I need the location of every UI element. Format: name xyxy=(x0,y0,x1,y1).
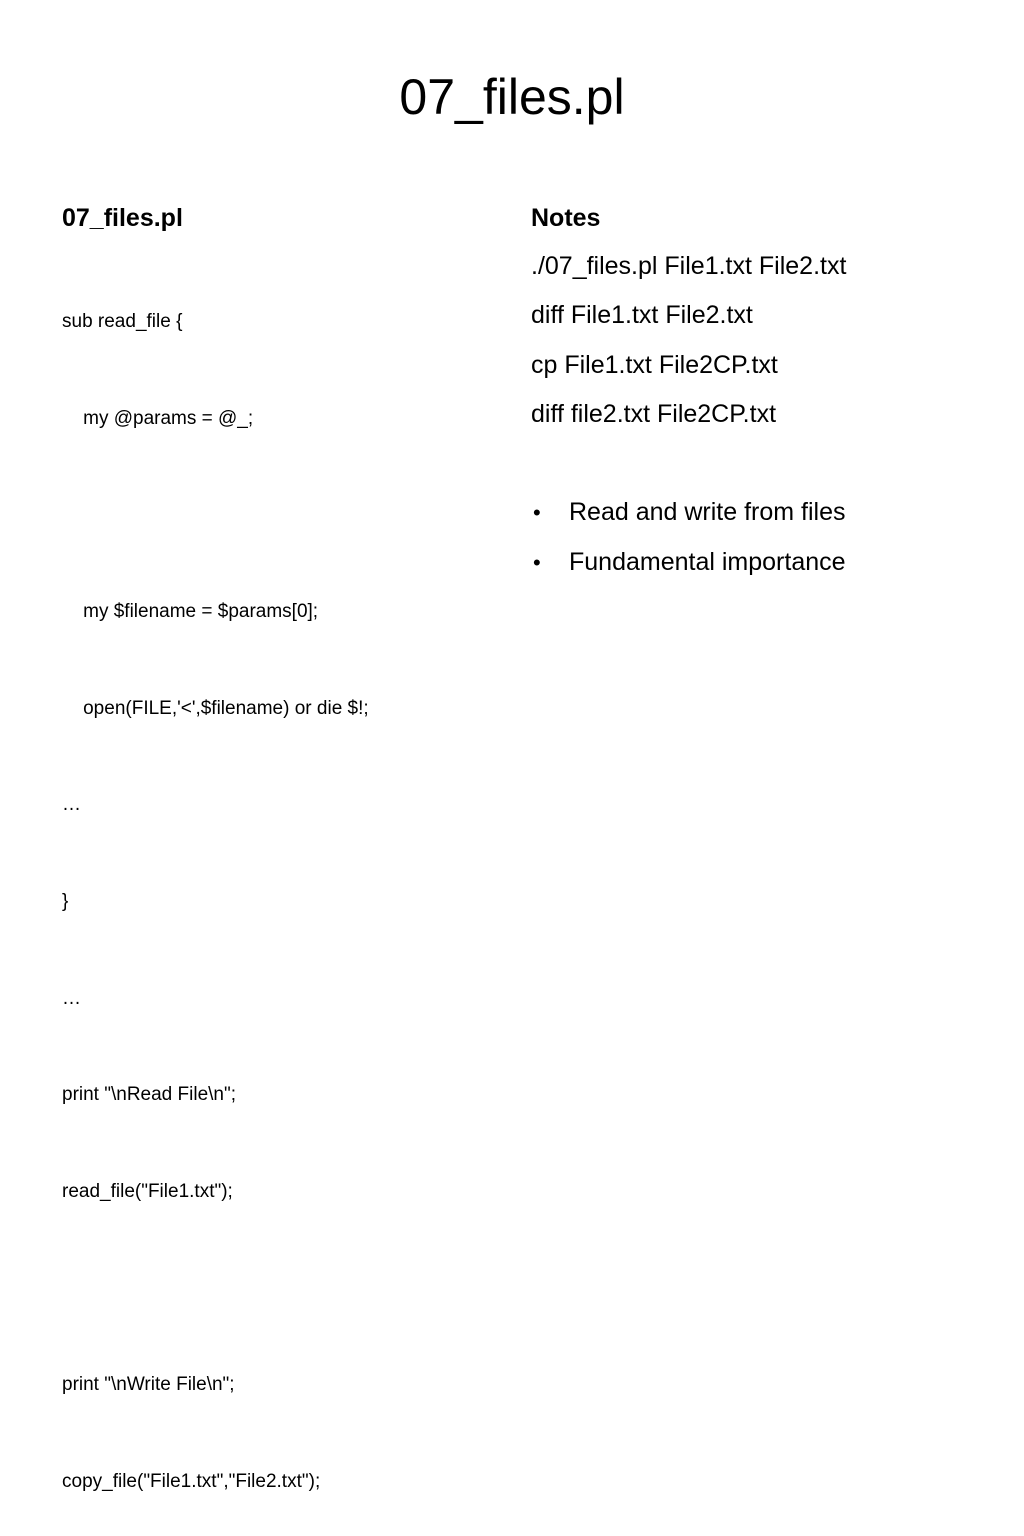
code-line: print "\nRead File\n"; xyxy=(62,1084,237,1106)
code-line: … xyxy=(62,987,81,1009)
bullet-icon: • xyxy=(533,500,541,526)
bullet-list: • Read and write from files • Fundamenta… xyxy=(531,488,991,587)
left-column: 07_files.pl sub read_file { my @params =… xyxy=(62,200,502,1536)
slide-title: 07_files.pl xyxy=(399,69,625,125)
note-line: diff file2.txt File2CP.txt xyxy=(531,399,777,428)
code-line xyxy=(62,500,502,532)
note-line: cp File1.txt File2CP.txt xyxy=(531,350,778,379)
slide: 07_files.pl 07_files.pl sub read_file { … xyxy=(62,69,991,1492)
code-line xyxy=(62,1272,502,1304)
note-line-blank xyxy=(531,439,991,488)
left-column-heading: 07_files.pl xyxy=(62,204,183,232)
note-line: ./07_files.pl File1.txt File2.txt xyxy=(531,252,847,280)
code-line: my $filename = $params[0]; xyxy=(62,601,319,623)
code-line: … xyxy=(62,794,81,816)
bullet-icon: • xyxy=(533,549,541,575)
code-line: } xyxy=(62,890,69,912)
code-line: read_file("File1.txt"); xyxy=(62,1180,233,1202)
notes-heading: Notes xyxy=(531,204,601,232)
bullet-text: Read and write from files xyxy=(569,498,846,527)
code-line: sub read_file { xyxy=(62,311,183,333)
bullet-text: Fundamental importance xyxy=(569,547,846,576)
code-line: copy_file("File1.txt","File2.txt"); xyxy=(62,1470,321,1492)
code-line: open(FILE,'<',$filename) or die $!; xyxy=(62,697,369,719)
code-line: my @params = @_; xyxy=(62,408,254,429)
right-column: Notes ./07_files.pl File1.txt File2.txt … xyxy=(531,200,991,587)
bullet-item: • Read and write from files xyxy=(531,488,991,537)
code-line: print "\nWrite File\n"; xyxy=(62,1373,235,1395)
note-line: diff File1.txt File2.txt xyxy=(531,301,753,330)
bullet-item: • Fundamental importance xyxy=(531,538,991,587)
notes-list: ./07_files.pl File1.txt File2.txt diff F… xyxy=(531,242,991,488)
code-block: sub read_file { my @params = @_; my $fil… xyxy=(62,242,502,1536)
